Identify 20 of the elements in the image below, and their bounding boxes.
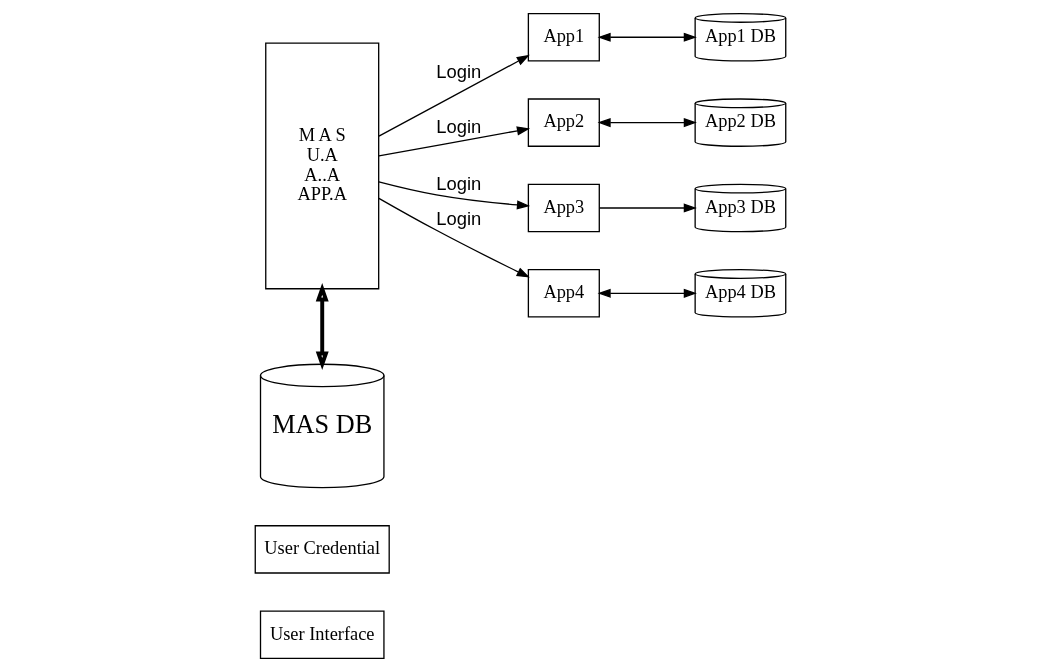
arrow xyxy=(378,126,531,157)
node-box: M A S U.A A..A APP.A xyxy=(265,42,380,290)
node-box: App1 xyxy=(527,12,600,62)
arrow xyxy=(378,54,530,137)
arrow xyxy=(597,118,697,128)
edge-label: Login xyxy=(436,61,482,83)
arrow xyxy=(597,32,697,42)
edge-label: Login xyxy=(436,172,482,194)
edge-label: Login xyxy=(436,116,482,138)
node-box: App2 xyxy=(527,98,600,147)
arrow xyxy=(315,283,329,370)
node-box: User Interface xyxy=(259,610,385,660)
node-box: App4 xyxy=(527,269,600,318)
arrow xyxy=(378,197,530,278)
arrow xyxy=(597,288,697,298)
edge-label: Login xyxy=(436,208,482,230)
node-box: User Credential xyxy=(254,525,390,574)
arrow xyxy=(598,203,697,213)
arrow xyxy=(378,181,531,210)
node-box: App3 xyxy=(527,183,600,233)
